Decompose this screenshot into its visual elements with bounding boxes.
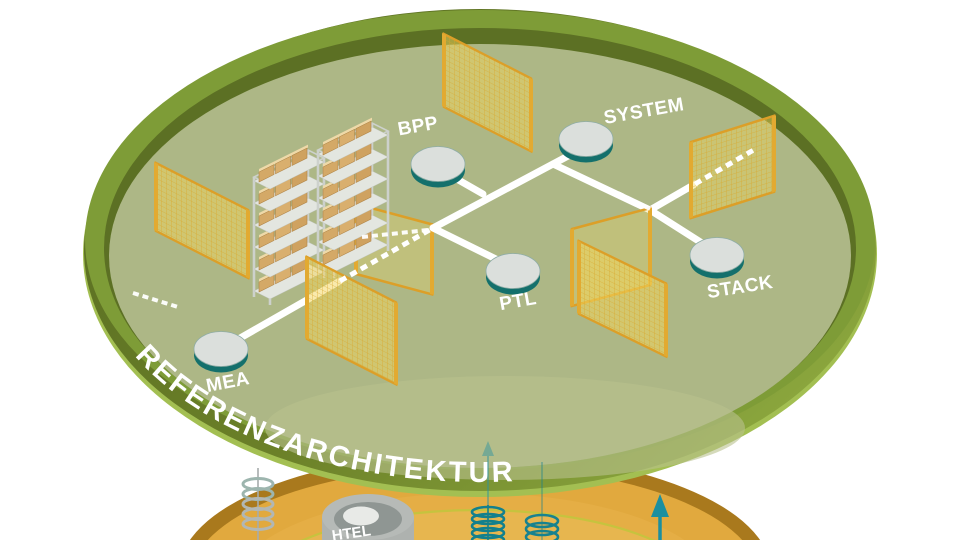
hazard-dashes bbox=[132, 145, 759, 309]
fence-panel-left bbox=[154, 161, 250, 280]
fence-panel-right bbox=[689, 114, 776, 220]
disc-surface bbox=[109, 44, 851, 468]
node-mea bbox=[193, 331, 249, 373]
dashed-connector-behind-panels bbox=[338, 225, 435, 284]
hazard-stripe-left-panel bbox=[132, 291, 179, 309]
faint-up-arrow-icon bbox=[482, 441, 494, 508]
connector-system-right bbox=[549, 160, 654, 214]
hazard-stripe-mid-rail bbox=[361, 228, 429, 239]
connector-diagonal bbox=[429, 144, 587, 232]
process-vessel-icon: HTEL bbox=[322, 494, 414, 540]
fence-panels bbox=[154, 32, 776, 387]
coil-spring-teal-dense-icon bbox=[470, 505, 506, 540]
upper-platform-disc bbox=[83, 9, 877, 497]
disc-surface-sheen bbox=[265, 376, 745, 480]
lower-platform-items: HTEL bbox=[241, 441, 669, 540]
coil-spring-teal-icon bbox=[524, 462, 560, 540]
fence-panel-stack-front bbox=[577, 239, 668, 359]
fence-panel-top bbox=[442, 32, 533, 154]
node-stack bbox=[689, 237, 745, 279]
node-bpp bbox=[410, 146, 466, 188]
vessel-label: HTEL bbox=[331, 522, 372, 540]
connector-fence-corner bbox=[646, 180, 699, 214]
connector-ptl bbox=[429, 224, 510, 268]
fence-panel-mid-lower bbox=[305, 255, 398, 387]
coil-spring-gray-icon bbox=[241, 468, 275, 540]
hazard-stripe-right-junction bbox=[617, 191, 651, 211]
